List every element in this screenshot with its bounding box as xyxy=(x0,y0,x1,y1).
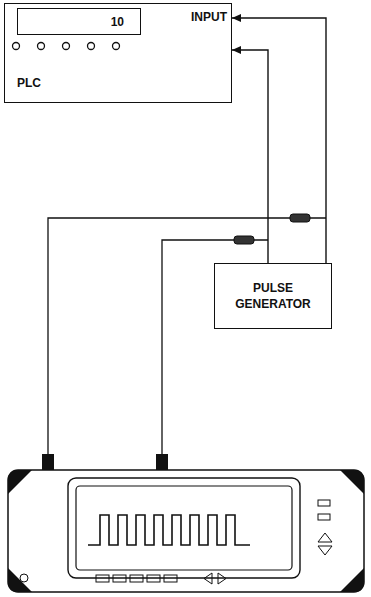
scope-button xyxy=(318,514,330,520)
signal-wire xyxy=(232,18,326,263)
scope-corner xyxy=(340,568,364,592)
arrow-button xyxy=(318,533,332,542)
scope-button xyxy=(318,500,330,506)
scope-corner xyxy=(8,470,32,494)
input-label: INPUT xyxy=(191,10,227,24)
scope-button xyxy=(130,575,143,582)
plc-button xyxy=(63,43,70,50)
arrow-button xyxy=(204,573,212,584)
plc-box: INPUT PLC 10 xyxy=(4,3,232,103)
scope-button xyxy=(113,575,126,582)
signal-wire xyxy=(232,50,268,263)
device-label: PULSE GENERATOR xyxy=(228,280,318,312)
device-label: PLC xyxy=(17,76,41,90)
probe-lead xyxy=(162,240,268,456)
plc-button xyxy=(88,43,95,50)
plc-button xyxy=(113,43,120,50)
counter-value: 10 xyxy=(111,15,124,29)
scope-button xyxy=(164,575,177,582)
plc-button xyxy=(38,43,45,50)
arrow-button xyxy=(318,546,332,555)
scope-corner xyxy=(340,470,364,494)
plc-display: 10 xyxy=(17,8,141,35)
probe-clip xyxy=(290,214,310,222)
scope-corner xyxy=(8,568,32,592)
scope-button xyxy=(147,575,160,582)
scope-body xyxy=(8,470,364,592)
square-wave xyxy=(88,515,250,545)
probe-lead xyxy=(48,218,326,456)
pulse-generator-box: PULSE GENERATOR xyxy=(214,263,332,329)
scope-knob xyxy=(20,574,28,582)
arrow-button xyxy=(218,573,226,584)
probe-clip xyxy=(234,236,254,244)
scope-screen xyxy=(68,478,300,578)
plc-button xyxy=(13,43,20,50)
scope-button xyxy=(96,575,109,582)
scope-screen xyxy=(76,486,292,570)
